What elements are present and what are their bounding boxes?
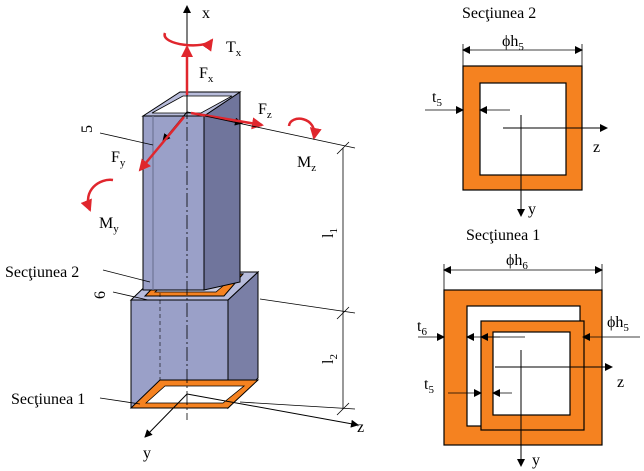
section-1-title: Secţiunea 1 (466, 227, 540, 244)
axis-y-label: y (143, 445, 151, 462)
part-5-label: 5 (79, 125, 96, 133)
section-1-axis-z: z (617, 374, 624, 391)
part-6-label: 6 (92, 291, 109, 299)
member-5 (141, 91, 242, 291)
dimension-lines (204, 115, 356, 416)
moment-mz-arrow (287, 117, 322, 140)
section-1-view: Secţiunea 1 ϕh6 ϕh5 t6 t5 z y (417, 227, 640, 469)
load-arrows (80, 32, 322, 212)
section-2-callout: Secţiunea 2 (5, 264, 79, 281)
length-l2-label: l2 (320, 354, 340, 364)
section-1-dim-h5: ϕh5 (607, 314, 629, 334)
member-3d-view: x Tx Fx Fz Mz Fy My 5 6 Secţiunea 2 Secţ… (5, 5, 364, 462)
section-2-dim-h5: ϕh5 (502, 33, 524, 53)
section-1-dim-t5: t5 (424, 376, 434, 396)
length-l1-label: l1 (320, 228, 340, 238)
section-2-title: Secţiunea 2 (462, 5, 536, 22)
force-fx-label: Fx (199, 65, 214, 85)
section-1-dim-t6: t6 (417, 318, 427, 338)
section-2-dim-t5: t5 (432, 89, 442, 109)
torque-tx-arrow (163, 32, 214, 52)
moment-my-label: My (99, 215, 119, 235)
section-2-axis-y: y (528, 201, 536, 218)
section-1-callout: Secţiunea 1 (11, 391, 85, 408)
axis-x-label: x (202, 5, 210, 22)
moment-mz-label: Mz (297, 154, 316, 174)
section-1-dim-h6: ϕh6 (506, 252, 528, 272)
force-fy-label: Fy (111, 149, 126, 169)
force-fz-label: Fz (258, 101, 272, 121)
force-fz-arrow (190, 111, 264, 130)
axis-z-label: z (357, 419, 364, 436)
section-1-axis-y: y (532, 452, 540, 469)
section-2-view: Secţiunea 2 ϕh5 t5 z y (425, 5, 608, 218)
moment-my-arrow (80, 178, 114, 212)
section-2-axis-z: z (593, 139, 600, 156)
force-fy-arrow (138, 116, 185, 172)
torque-tx-label: Tx (226, 39, 242, 59)
member-6 (129, 270, 260, 410)
